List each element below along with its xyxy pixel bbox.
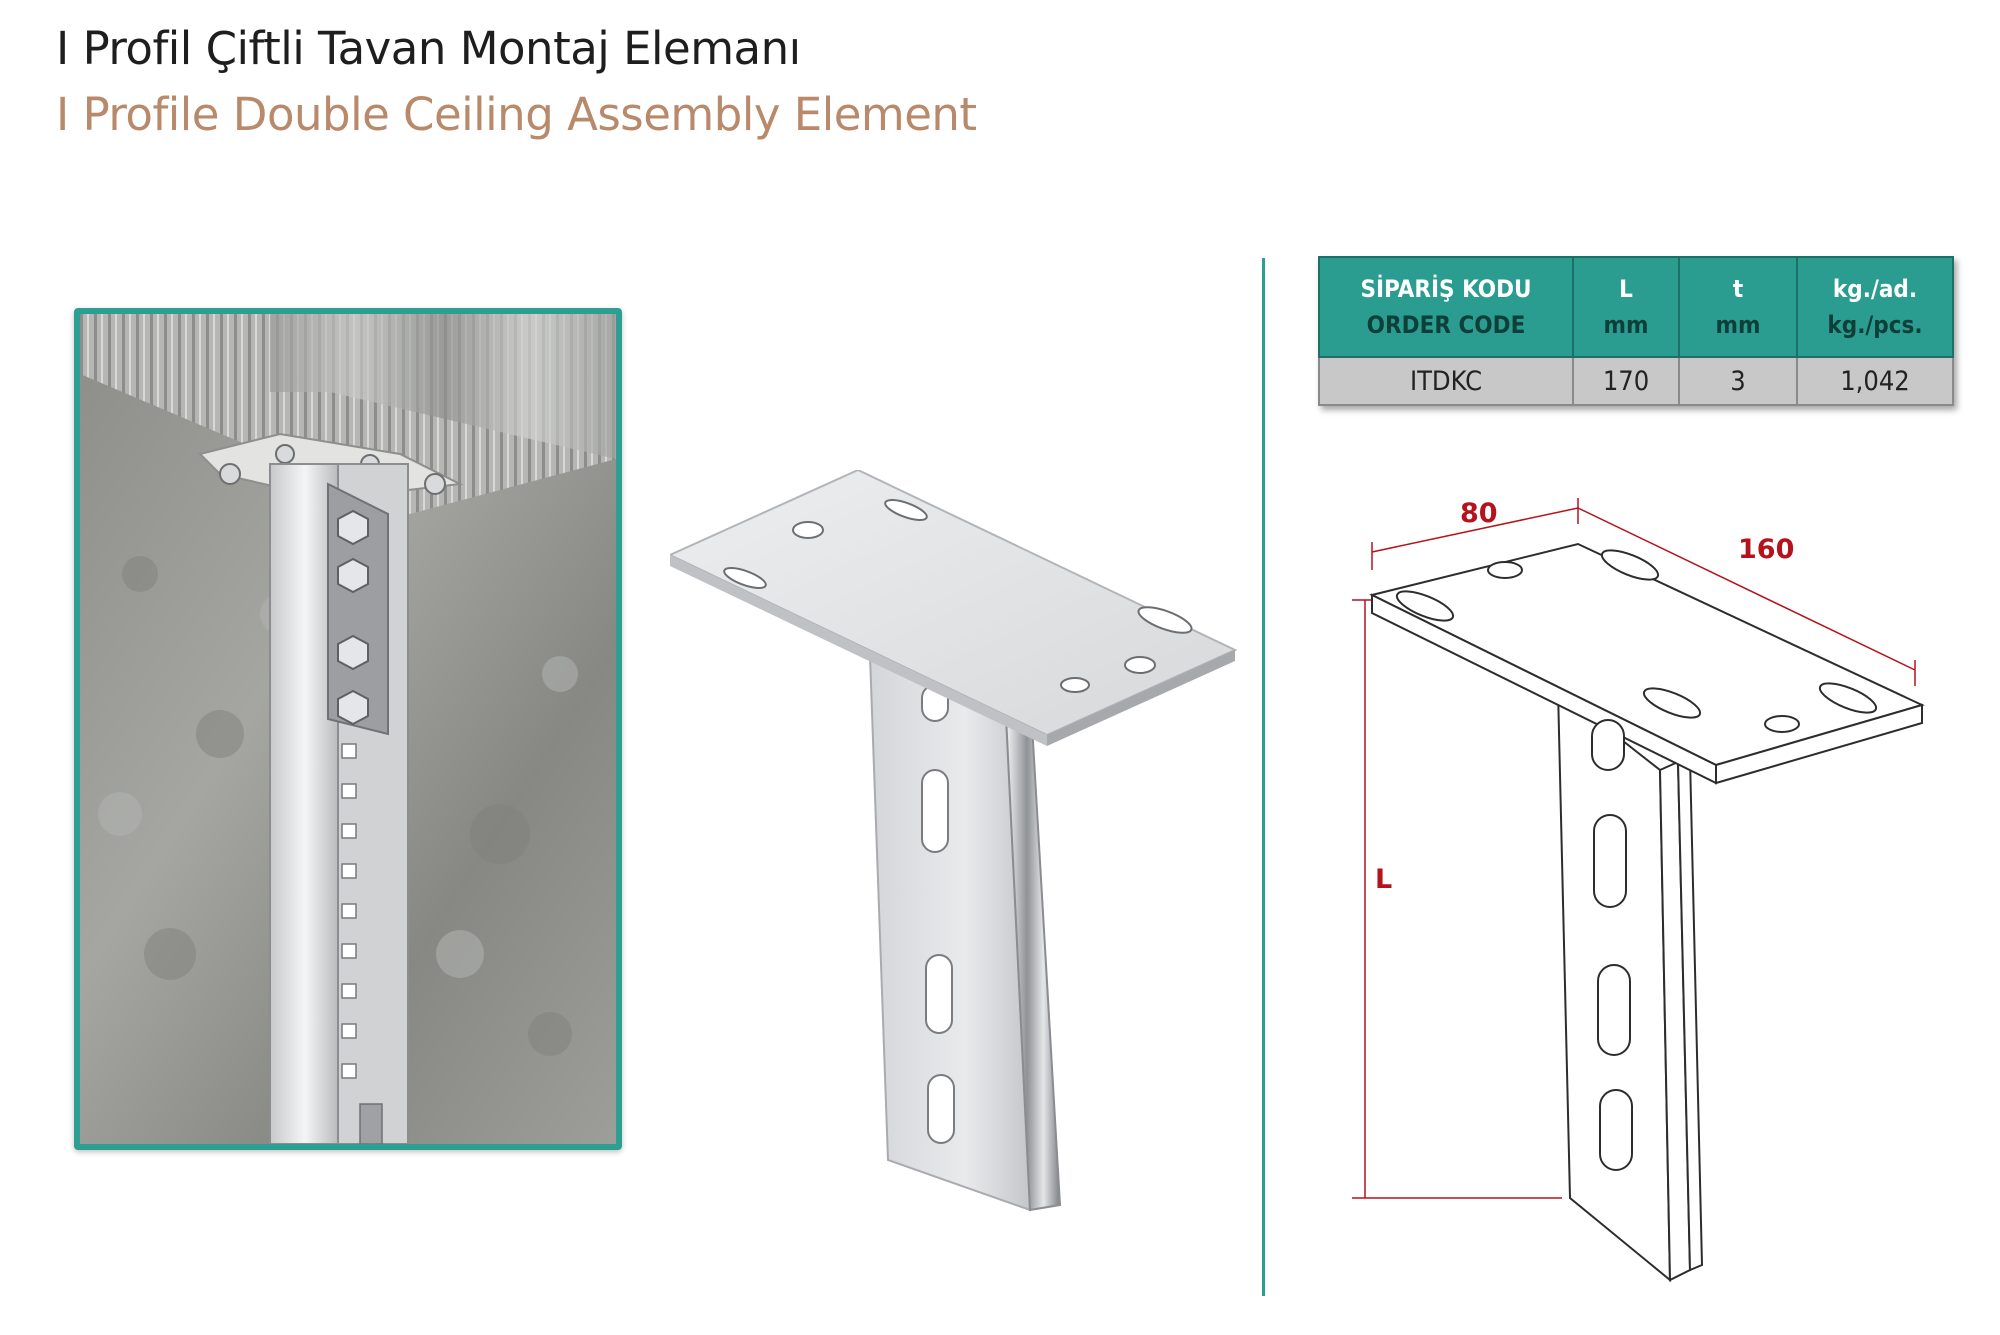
title-english: I Profile Double Ceiling Assembly Elemen…	[56, 88, 977, 141]
product-render-illustration	[667, 468, 1238, 1212]
cell-thickness: 3	[1678, 356, 1798, 406]
header-order-code: SİPARİŞ KODU ORDER CODE	[1318, 256, 1574, 358]
table-row: ITDKC 170 3 1,042	[1318, 356, 1954, 406]
header-weight: kg./ad. kg./pcs.	[1796, 256, 1954, 358]
bracket-outline	[1369, 542, 1925, 1283]
cell-length: 170	[1572, 356, 1680, 406]
header-label-en: mm	[1603, 311, 1649, 339]
header-label-en: mm	[1715, 311, 1761, 339]
header-label: L	[1619, 275, 1633, 303]
title-turkish: I Profil Çiftli Tavan Montaj Elemanı	[56, 22, 801, 75]
cell-weight: 1,042	[1796, 356, 1954, 406]
installation-photo	[74, 308, 622, 1150]
table-header-row: SİPARİŞ KODU ORDER CODE L mm t mm kg./ad…	[1318, 256, 1954, 358]
header-label: t	[1732, 275, 1744, 303]
header-length: L mm	[1572, 256, 1680, 358]
cell-order-code: ITDKC	[1318, 356, 1574, 406]
dimension-width-label: 80	[1460, 498, 1498, 529]
dimension-length-label: 160	[1738, 534, 1794, 565]
product-render	[667, 468, 1250, 1234]
technical-drawing: 80 160 L	[1330, 470, 1950, 1304]
header-thickness: t mm	[1678, 256, 1798, 358]
specification-table: SİPARİŞ KODU ORDER CODE L mm t mm kg./ad…	[1318, 256, 1954, 406]
header-label: kg./ad.	[1832, 275, 1918, 303]
section-divider	[1262, 258, 1265, 1296]
header-label-en: kg./pcs.	[1827, 311, 1923, 339]
header-label-en: ORDER CODE	[1366, 311, 1526, 339]
technical-drawing-illustration: 80 160 L	[1352, 498, 1925, 1283]
installation-photo-illustration	[80, 314, 616, 1144]
dimension-height-label: L	[1375, 864, 1392, 895]
header-label: SİPARİŞ KODU	[1360, 275, 1532, 303]
